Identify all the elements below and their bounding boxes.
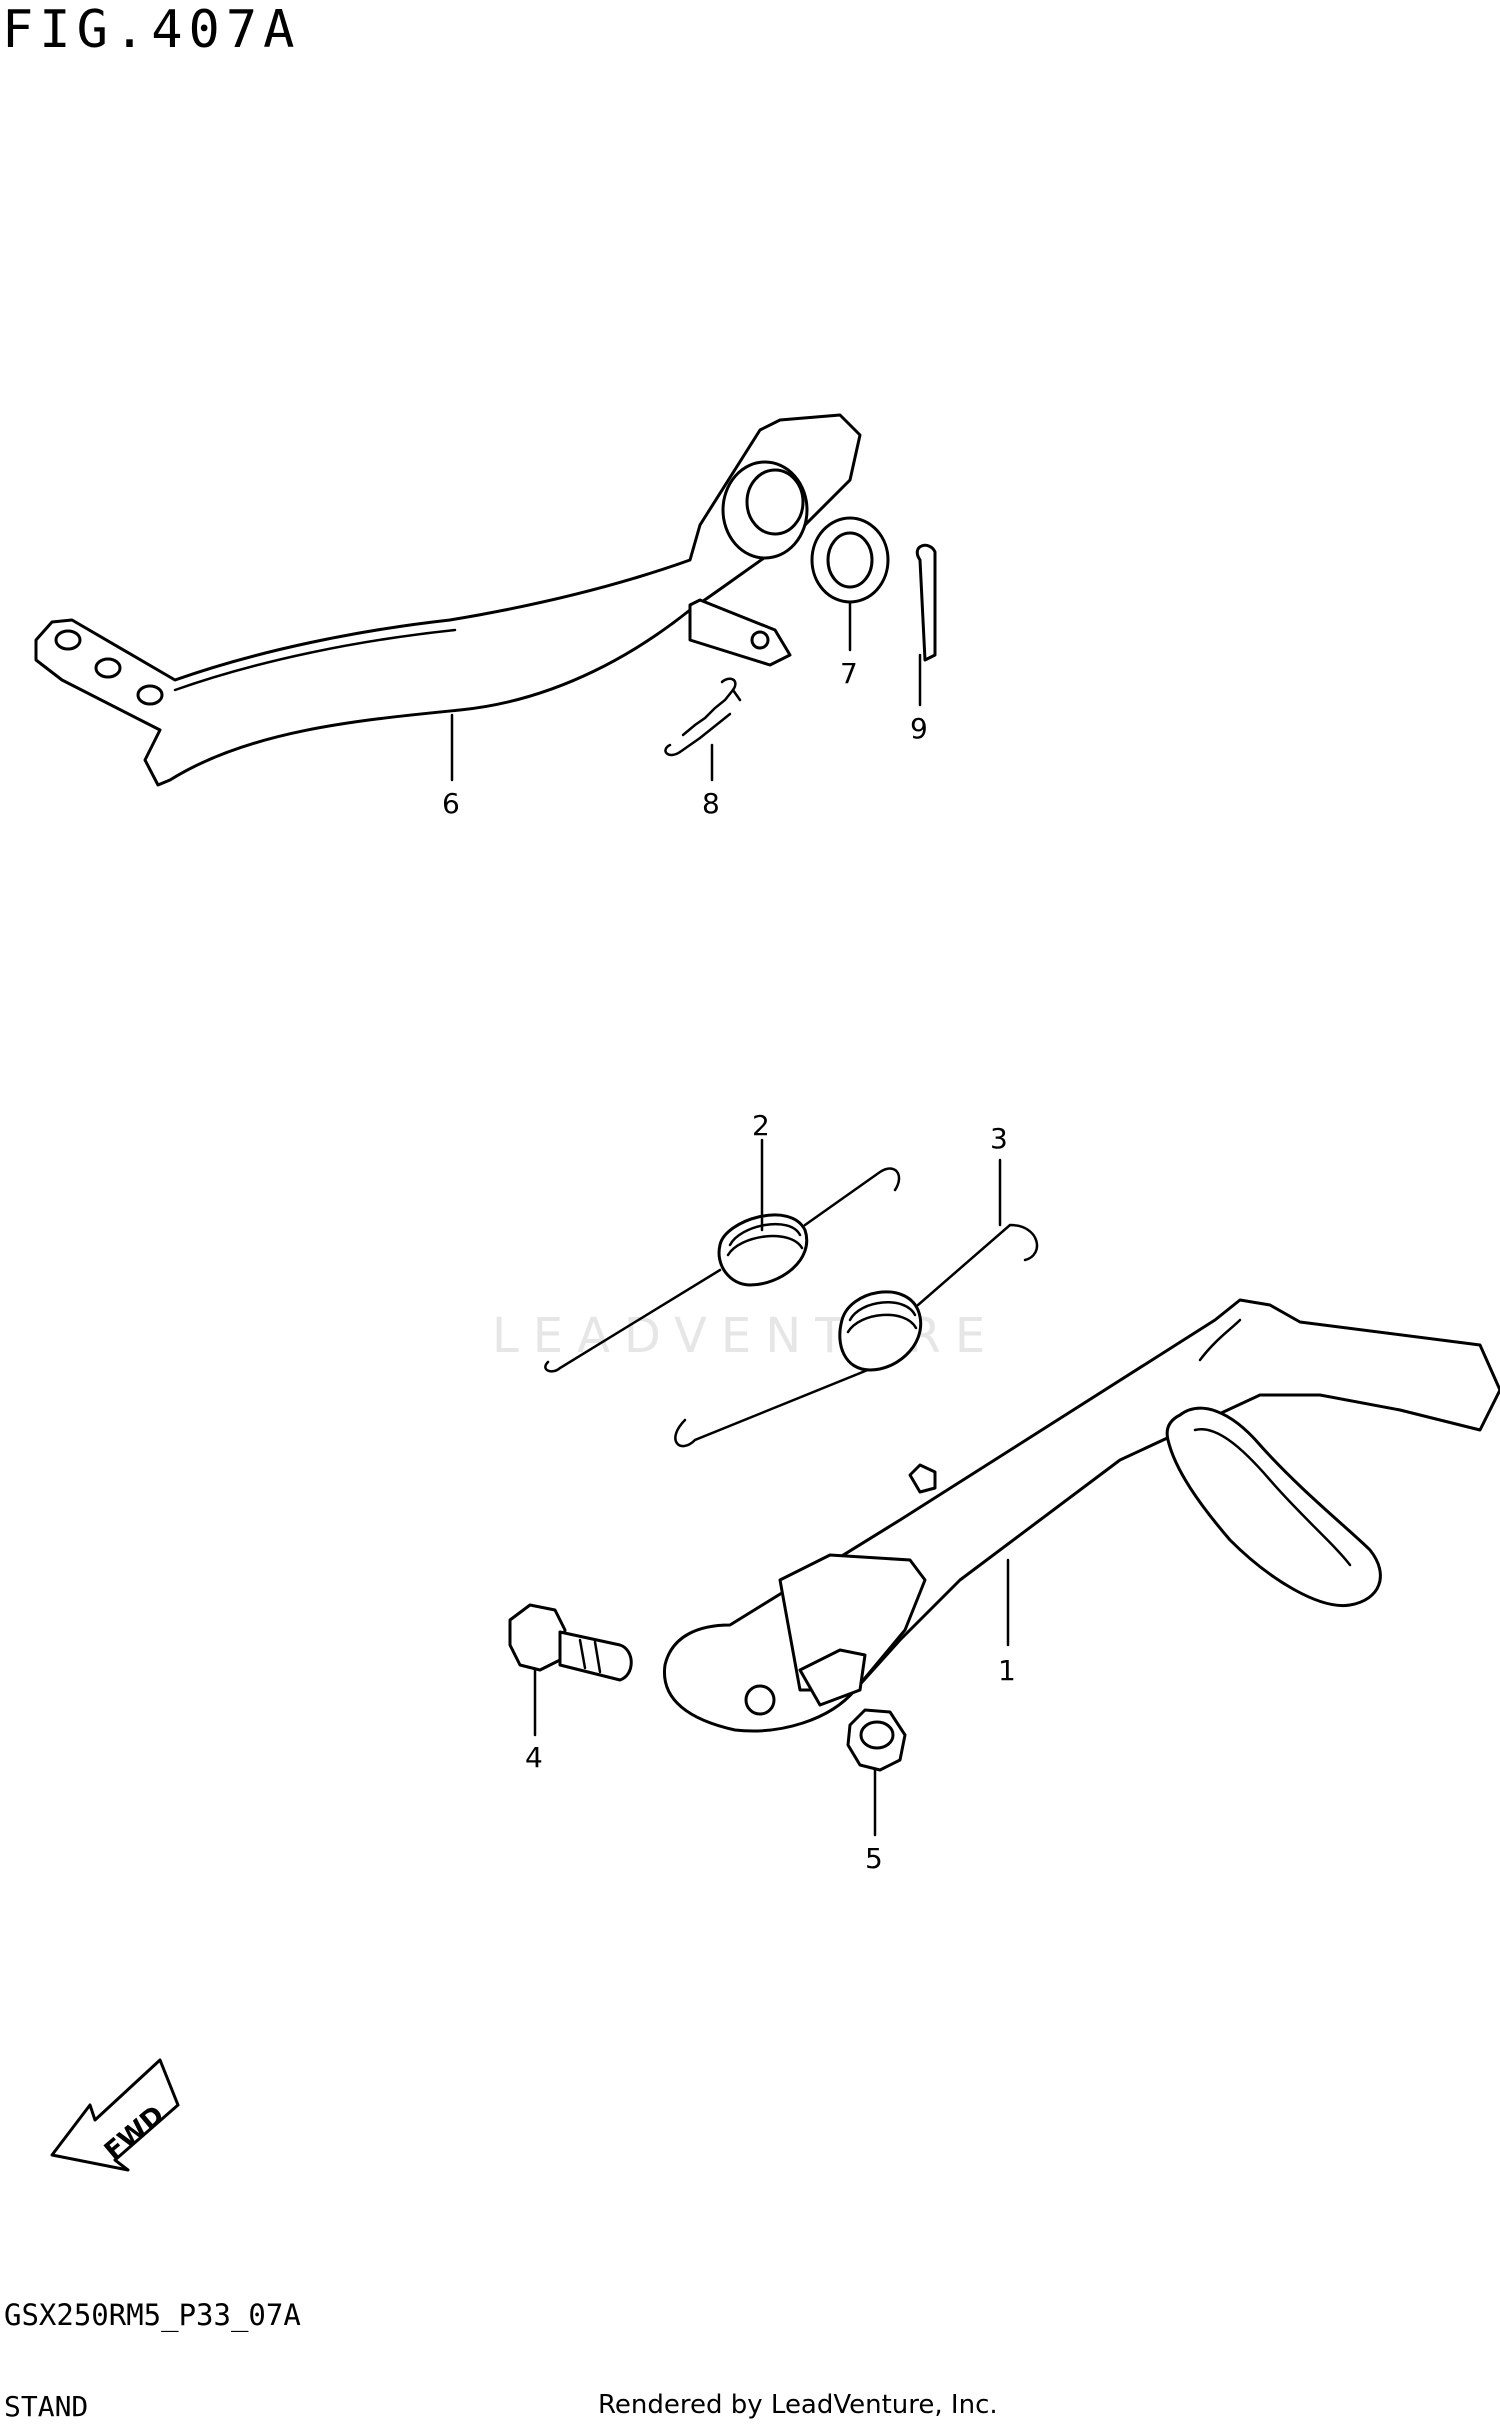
washer	[810, 516, 890, 604]
callout-7: 7	[840, 657, 858, 690]
stand-bolt	[508, 1603, 633, 1682]
render-credit: Rendered by LeadVenture, Inc.	[598, 2390, 998, 2420]
stand-spring-outer	[674, 1223, 1039, 1448]
callout-8: 8	[702, 787, 720, 820]
callout-2: 2	[752, 1109, 770, 1142]
callout-1: 1	[998, 1654, 1016, 1687]
callout-6: 6	[442, 787, 460, 820]
figure-title: FIG.407A	[2, 0, 301, 60]
callout-5: 5	[865, 1842, 883, 1875]
brake-pedal	[34, 413, 862, 787]
stand-nut	[846, 1708, 907, 1772]
side-stand	[662, 1298, 1500, 1733]
callout-3: 3	[990, 1122, 1008, 1155]
stand-spring-inner	[544, 1167, 901, 1373]
watermark: LEADVENTURE	[492, 1308, 999, 1364]
fwd-arrow-icon: FWD	[50, 2058, 180, 2172]
section-name: STAND	[4, 2390, 89, 2423]
brake-spring	[664, 677, 742, 757]
leader-lines	[450, 600, 1010, 1837]
diagram-code: GSX250RM5_P33_07A	[4, 2298, 301, 2332]
callout-4: 4	[525, 1741, 543, 1774]
callout-9: 9	[910, 712, 928, 745]
cotter-pin	[915, 543, 937, 662]
